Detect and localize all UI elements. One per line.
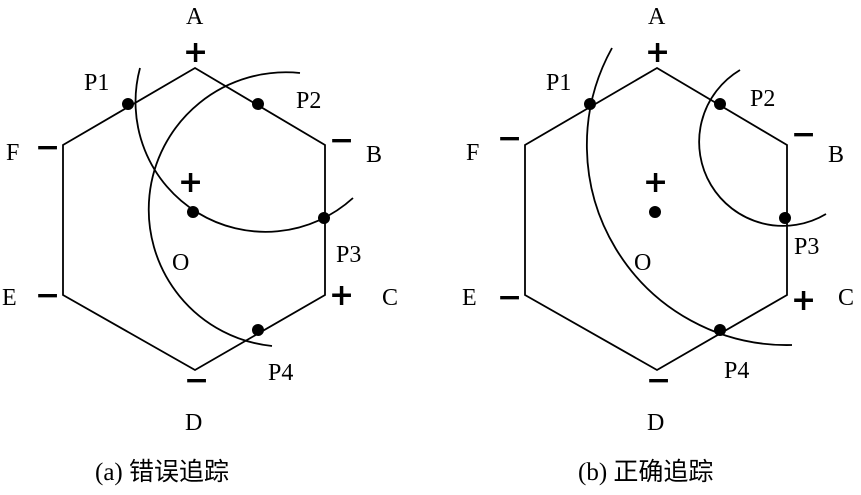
sign-f: − (35, 130, 60, 165)
label-o: O (634, 250, 651, 276)
label-a: A (186, 4, 204, 30)
label-p2: P2 (750, 86, 775, 112)
label-o: O (172, 250, 189, 276)
point-p4 (252, 324, 264, 336)
label-p4: P4 (268, 360, 293, 386)
caption-b: (b) 正确追踪 (578, 458, 713, 486)
sign-e: − (497, 280, 522, 315)
point-p3 (318, 212, 330, 224)
hexagon (62, 66, 326, 372)
caption-a: (a) 错误追踪 (95, 458, 229, 486)
arc-centered-p3 (147, 71, 301, 347)
sign-b: − (329, 123, 354, 158)
label-p3: P3 (794, 234, 819, 260)
point-p2 (252, 98, 264, 110)
point-p2 (714, 98, 726, 110)
label-p4: P4 (724, 358, 749, 384)
label-p2: P2 (296, 88, 321, 114)
sign-f: − (497, 121, 522, 156)
sign-o: + (178, 165, 203, 200)
label-c: C (382, 285, 398, 311)
sign-b: − (791, 117, 816, 152)
sign-o: + (643, 165, 668, 200)
arc-small-centered-b (698, 69, 827, 227)
point-p3 (779, 212, 791, 224)
hexagon (524, 66, 788, 372)
point-p1 (584, 98, 596, 110)
label-p1: P1 (546, 70, 571, 96)
label-c: C (838, 285, 854, 311)
sign-d: − (646, 363, 671, 398)
label-a: A (648, 4, 666, 30)
label-b: B (828, 142, 844, 168)
diagram-b: A B C D E F O P1 P2 P3 P4 + − + − − − + … (462, 4, 854, 486)
sign-a: + (183, 35, 208, 70)
label-e: E (462, 285, 477, 311)
sign-c: + (791, 283, 816, 318)
label-p3: P3 (336, 242, 361, 268)
label-e: E (2, 285, 17, 311)
diagram-a: A B C D E F O P1 P2 P3 P4 + − + − − − + … (2, 4, 398, 486)
point-p1 (122, 98, 134, 110)
label-p1: P1 (84, 70, 109, 96)
label-d: D (647, 410, 664, 436)
center-point-o (187, 206, 199, 218)
sign-d: − (184, 363, 209, 398)
sign-a: + (645, 35, 670, 70)
label-f: F (6, 140, 19, 166)
center-point-o (649, 206, 661, 218)
sign-e: − (35, 278, 60, 313)
label-d: D (185, 410, 202, 436)
sign-c: + (329, 278, 354, 313)
point-p4 (714, 324, 726, 336)
label-b: B (366, 142, 382, 168)
label-f: F (466, 140, 479, 166)
